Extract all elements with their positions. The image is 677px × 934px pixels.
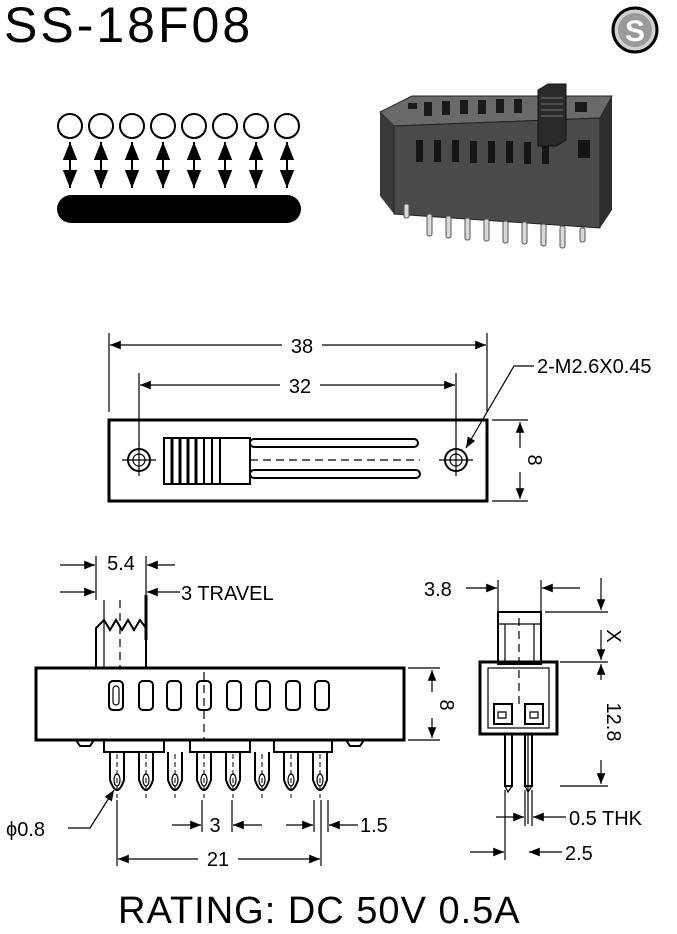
dim-mount-holes: 2-M2.6X0.45 [537, 356, 652, 378]
schematic-contact [119, 113, 145, 139]
schematic-contact [212, 113, 238, 139]
side-view-drawing: 5.4 3 TRAVEL 8 [6, 553, 457, 871]
dim-pin-diameter: ϕ0.8 [6, 819, 45, 841]
schematic-contact [274, 113, 300, 139]
top-view-drawing: 38 32 2-M2.6X0.45 [107, 333, 652, 503]
dim-travel: 3 TRAVEL [181, 583, 274, 605]
rating-label: RATING: DC 50V 0.5A [118, 890, 521, 932]
dim-mount-pitch: 32 [289, 376, 311, 398]
dim-top-height: 8 [523, 454, 545, 465]
dim-actuator-width: 5.4 [107, 553, 135, 575]
schematic-contact [57, 113, 83, 139]
dim-thickness: 0.5 THK [569, 808, 643, 830]
dim-pin-offset: 2.5 [565, 843, 593, 865]
switch-schematic-icon [57, 113, 301, 223]
s-logo-icon: S [611, 6, 659, 54]
dim-overall-length: 38 [291, 336, 313, 358]
end-view-drawing: 3.8 X 12.8 0.5 THK [424, 578, 643, 865]
dim-actuator-height: X [602, 629, 624, 642]
dim-end-actuator: 3.8 [424, 579, 452, 601]
dim-pin-width: 1.5 [360, 815, 388, 837]
schematic-contact [243, 113, 269, 139]
part-number-title: SS-18F08 [4, 0, 254, 53]
schematic-contact [181, 113, 207, 139]
dim-pin-pitch: 3 [209, 815, 220, 837]
dim-pin-span: 21 [207, 849, 229, 871]
dim-body-height: 12.8 [602, 703, 624, 742]
schematic-contact [88, 113, 114, 139]
switch-photo-icon [379, 83, 613, 249]
schematic-contact [150, 113, 176, 139]
dim-side-height: 8 [435, 699, 457, 710]
logo-letter: S [625, 15, 645, 48]
